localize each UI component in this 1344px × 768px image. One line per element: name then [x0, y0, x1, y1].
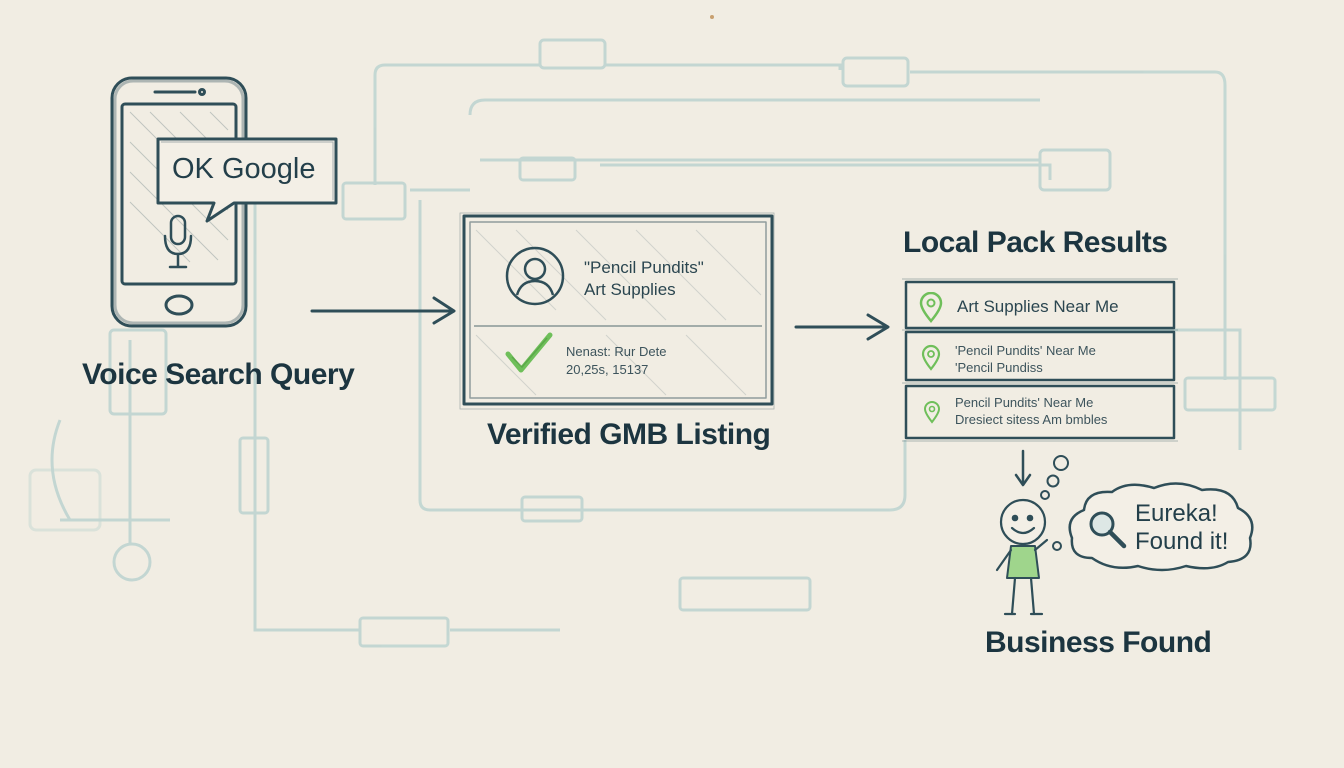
local-pack-results-box	[902, 278, 1178, 442]
result-2-line1: 'Pencil Pundits' Near Me	[955, 343, 1096, 358]
thought-line1: Eureka!	[1135, 500, 1218, 527]
voice-query-text: OK Google	[172, 153, 316, 185]
gmb-status-line1: Nenast: Rur Dete	[566, 344, 667, 359]
gmb-listing-card	[459, 212, 775, 410]
result-2-line2: 'Pencil Pundiss	[955, 360, 1043, 375]
arrow-to-local-pack	[794, 313, 890, 341]
map-pin-icon	[921, 344, 941, 371]
gmb-business-category: Art Supplies	[584, 280, 676, 299]
voice-search-label: Voice Search Query	[82, 358, 355, 391]
thought-cloud	[1068, 482, 1254, 572]
map-pin-icon	[919, 292, 943, 323]
gmb-business-name: "Pencil Pundits"	[584, 258, 704, 277]
result-3-line2: Dresiect sitess Am bmbles	[955, 412, 1108, 427]
thought-dots	[1040, 455, 1069, 551]
arrow-to-gmb	[310, 296, 456, 325]
microphone-icon	[163, 214, 193, 269]
thought-line2: Found it!	[1135, 528, 1229, 555]
gmb-listing-label: Verified GMB Listing	[487, 418, 771, 451]
arrow-down	[1014, 449, 1032, 487]
profile-icon	[505, 246, 565, 306]
person-icon	[995, 498, 1049, 616]
gmb-status-line2: 20,25s, 15137	[566, 362, 649, 377]
map-pin-icon	[923, 401, 941, 424]
result-1-line1: Art Supplies Near Me	[957, 297, 1119, 316]
local-pack-title: Local Pack Results	[903, 226, 1168, 259]
result-3-line1: Pencil Pundits' Near Me	[955, 395, 1094, 410]
magnifier-icon	[1089, 511, 1127, 549]
verified-check-icon	[505, 332, 553, 373]
speech-bubble	[156, 137, 338, 223]
business-found-label: Business Found	[985, 626, 1212, 659]
